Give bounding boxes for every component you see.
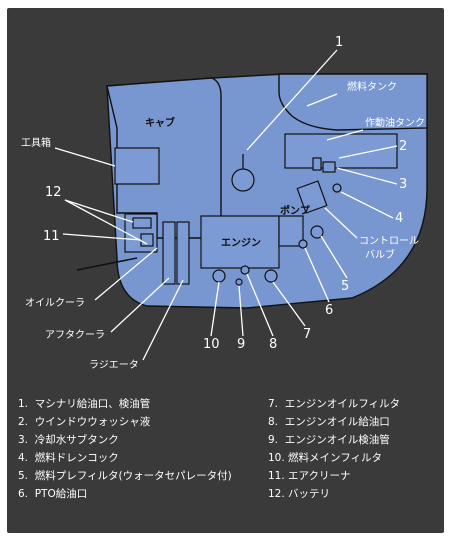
hydraulic-tank-block bbox=[284, 133, 398, 169]
callout-7: 7 bbox=[303, 327, 311, 342]
machine-top-view-diagram: キャブ エンジン ポンプ 燃料タンク 作動油タンク 工具箱 コントロール バルブ… bbox=[21, 35, 428, 371]
callout-6: 6 bbox=[325, 303, 333, 318]
engine-block bbox=[200, 215, 280, 269]
fuel-prefilter-symbol bbox=[310, 225, 324, 239]
callout-3: 3 bbox=[399, 177, 407, 192]
engine-oil-dipstick-symbol bbox=[235, 278, 243, 286]
hose-line bbox=[76, 257, 138, 271]
hydraulic-tank-label: 作動油タンク bbox=[365, 116, 425, 129]
callout-8: 8 bbox=[269, 337, 277, 352]
legend-item-8: 8. エンジンオイル給油口 bbox=[268, 416, 390, 428]
legend-item-6: 6. PTO給油口 bbox=[18, 488, 88, 500]
legend-item-7: 7. エンジンオイルフィルタ bbox=[268, 398, 401, 410]
callout-1: 1 bbox=[335, 35, 343, 50]
engine-oil-filler-symbol bbox=[240, 265, 250, 275]
legend-item-2: 2. ウインドウウォッシャ液 bbox=[18, 416, 151, 428]
toolbox-label: 工具箱 bbox=[21, 136, 51, 149]
engine-side-block bbox=[278, 215, 304, 247]
pto-filler-symbol bbox=[298, 239, 308, 249]
callout-11: 11 bbox=[43, 229, 60, 244]
legend-item-10: 10. 燃料メインフィルタ bbox=[268, 452, 383, 464]
leader-lines bbox=[54, 49, 398, 361]
radiator-block bbox=[176, 221, 190, 285]
aftercooler-label: アフタクーラ bbox=[45, 329, 105, 341]
callout-2: 2 bbox=[399, 139, 407, 154]
engine-oil-filter-symbol bbox=[264, 269, 278, 283]
coolant-subtank-symbol bbox=[322, 161, 336, 173]
legend-item-3: 3. 冷却水サブタンク bbox=[18, 434, 119, 446]
fuel-main-filter-symbol bbox=[212, 269, 226, 283]
battery-symbol bbox=[132, 217, 152, 229]
fuel-tank-block bbox=[278, 73, 428, 131]
callout-10: 10 bbox=[203, 337, 220, 352]
legend-item-11: 11. エアクリーナ bbox=[268, 470, 351, 482]
fuel-tank-label: 燃料タンク bbox=[347, 80, 397, 93]
legend-item-5: 5. 燃料プレフィルタ(ウォータセパレータ付) bbox=[18, 470, 232, 482]
oil-cooler-label: オイルクーラ bbox=[25, 297, 85, 309]
callout-9: 9 bbox=[237, 337, 245, 352]
callout-4: 4 bbox=[395, 211, 403, 226]
toolbox-block bbox=[114, 147, 160, 185]
pump-label: ポンプ bbox=[280, 204, 311, 217]
control-valve-block bbox=[296, 180, 328, 214]
fuel-drain-symbol bbox=[332, 183, 342, 193]
cab-label: キャブ bbox=[145, 116, 175, 129]
control-valve-label-2: バルブ bbox=[365, 248, 395, 261]
radiator-label: ラジエータ bbox=[89, 359, 139, 371]
machinery-filler-symbol bbox=[231, 168, 255, 192]
callout-12: 12 bbox=[45, 185, 62, 200]
engine-label: エンジン bbox=[221, 237, 261, 249]
air-cleaner-symbol bbox=[140, 233, 154, 247]
control-valve-label-1: コントロール bbox=[359, 236, 419, 247]
callout-5: 5 bbox=[341, 279, 349, 294]
cab-block bbox=[106, 77, 222, 239]
washer-fluid-symbol bbox=[312, 157, 322, 171]
aftercooler-block bbox=[162, 221, 176, 285]
legend-item-9: 9. エンジンオイル検油管 bbox=[268, 434, 390, 446]
legend-item-1: 1. マシナリ給油口、検油管 bbox=[18, 398, 151, 410]
legend-item-4: 4. 燃料ドレンコック bbox=[18, 452, 119, 464]
legend-item-12: 12. バッテリ bbox=[268, 488, 331, 500]
